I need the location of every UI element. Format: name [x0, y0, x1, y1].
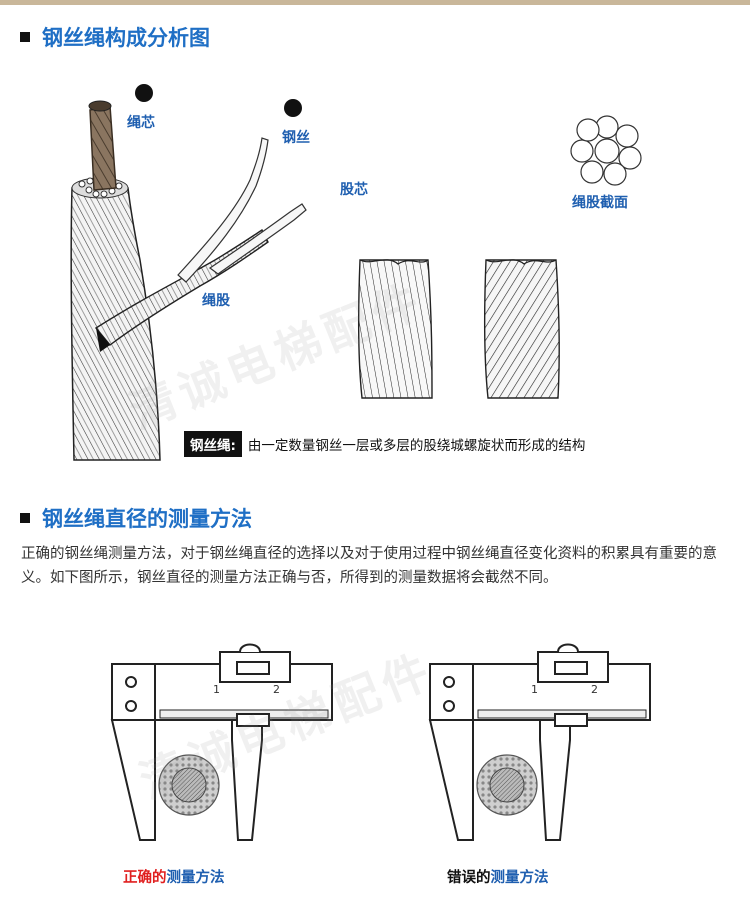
measurement-paragraph: 正确的钢丝绳测量方法，对于钢丝绳直径的选择以及对于使用过程中钢丝绳直径变化资料的… — [21, 546, 717, 586]
square-bullet-icon — [20, 513, 30, 523]
strand-cross-section — [570, 115, 642, 186]
section-title-measurement: 钢丝绳直径的测量方法 — [42, 507, 252, 531]
label-core: 绳芯 — [127, 115, 155, 131]
scale-mark-1-left: 1 — [213, 683, 220, 696]
label-strand: 绳股 — [202, 293, 230, 309]
scale-mark-2-right: 2 — [591, 683, 598, 696]
section-header-structure: 钢丝绳构成分析图 — [20, 22, 210, 52]
caption-wrong-part1: 错误的 — [447, 870, 491, 886]
definition-box: 钢丝绳: 由一定数量钢丝一层或多层的股绕城螺旋状而形成的结构 — [184, 431, 585, 457]
rope-core — [88, 100, 117, 191]
separated-strand — [94, 137, 307, 352]
caption-correct-part1: 正确的 — [123, 870, 167, 886]
caption-wrong-part2: 测量方法 — [490, 870, 549, 886]
section-title-structure: 钢丝绳构成分析图 — [42, 26, 210, 50]
caption-correct: 正确的测量方法 — [123, 866, 225, 887]
section-header-measurement: 钢丝绳直径的测量方法 — [20, 503, 252, 533]
caption-correct-part2: 测量方法 — [166, 870, 225, 886]
label-strand-core: 股芯 — [340, 182, 368, 198]
definition-text: 由一定数量钢丝一层或多层的股绕城螺旋状而形成的结构 — [247, 438, 586, 454]
strand-segment-right — [483, 259, 561, 399]
caliper-correct — [110, 643, 333, 841]
caliper-diagrams: 1 2 1 2 — [110, 643, 651, 841]
rope-structure-diagram — [70, 84, 642, 461]
label-strand-section: 绳股截面 — [572, 195, 628, 211]
caption-wrong: 错误的测量方法 — [447, 866, 549, 887]
scale-mark-1-right: 1 — [531, 683, 538, 696]
top-decorative-strip — [0, 0, 750, 5]
scale-mark-2-left: 2 — [273, 683, 280, 696]
caliper-wrong — [428, 643, 651, 841]
strand-segment-left — [357, 259, 433, 399]
core-dot-icon — [135, 84, 153, 102]
label-wire: 钢丝 — [282, 130, 310, 146]
definition-tag: 钢丝绳: — [184, 431, 242, 457]
square-bullet-icon — [20, 32, 30, 42]
wire-dot-icon — [284, 99, 302, 117]
